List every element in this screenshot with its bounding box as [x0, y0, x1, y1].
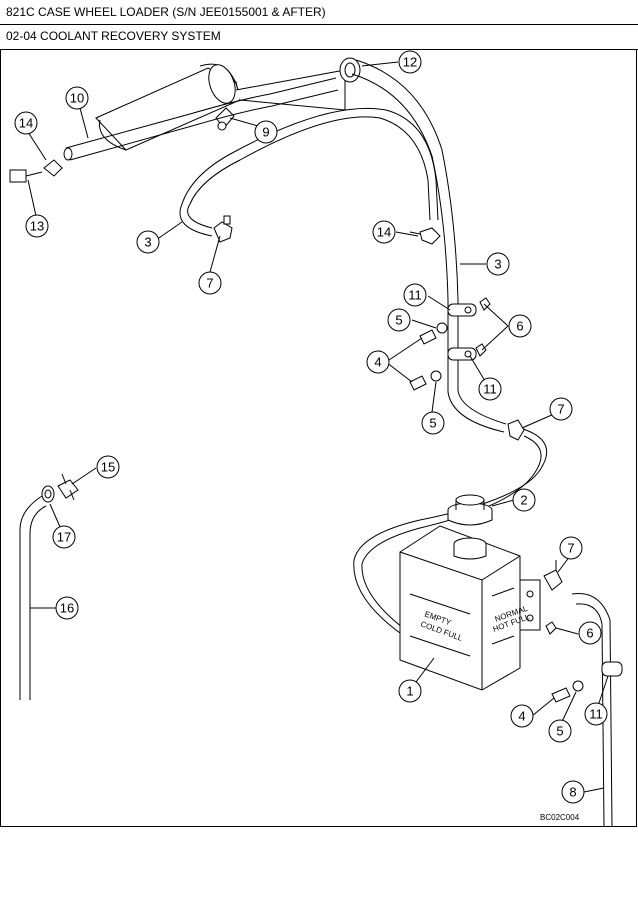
fitting-14 — [409, 227, 441, 245]
callout-5: 5 — [395, 313, 402, 328]
callout-4: 4 — [374, 355, 381, 370]
clip-11 — [447, 347, 477, 361]
callout-6: 6 — [586, 626, 593, 641]
callout-11: 11 — [589, 707, 603, 722]
hose-8 — [571, 593, 613, 827]
callout-13: 13 — [30, 219, 44, 234]
fitting-7 — [507, 419, 525, 441]
hose-3-vertical — [351, 59, 507, 433]
callout-17: 17 — [57, 530, 71, 545]
callout-15: 15 — [101, 460, 115, 475]
callout-7: 7 — [567, 541, 574, 556]
nut-6 — [479, 297, 491, 311]
callout-7: 7 — [557, 402, 564, 417]
figure-reference: BC02C004 — [540, 813, 580, 822]
callout-14: 14 — [19, 116, 33, 131]
grommet-12 — [339, 57, 361, 83]
callout-2: 2 — [520, 493, 527, 508]
callout-11: 11 — [408, 288, 422, 303]
diagram-frame — [0, 50, 637, 827]
bolt-4 — [551, 687, 571, 703]
nut-6 — [475, 343, 487, 357]
hose-16 — [19, 495, 47, 700]
callout-3: 3 — [494, 257, 501, 272]
callout-11: 11 — [483, 382, 497, 397]
callout-14: 14 — [377, 225, 391, 240]
header-divider — [0, 49, 638, 50]
fitting-7 — [543, 560, 563, 591]
hose-clamp-9 — [215, 107, 235, 131]
filler-cap-2 — [447, 494, 493, 526]
callout-1: 1 — [406, 684, 413, 699]
section-title: 02-04 COOLANT RECOVERY SYSTEM — [6, 29, 221, 43]
bolt-4 — [409, 370, 442, 391]
callout-circles — [14, 50, 608, 804]
fitting-14 — [43, 159, 63, 177]
valve-15 — [57, 473, 79, 501]
callout-10: 10 — [70, 91, 84, 106]
callout-5: 5 — [429, 416, 436, 431]
header-divider — [0, 24, 638, 25]
fitting-7 — [213, 215, 233, 243]
callout-numbers: 12 10 9 14 13 3 7 14 3 11 5 6 4 11 5 7 2… — [19, 55, 603, 800]
fitting-17 — [41, 485, 55, 503]
callout-16: 16 — [60, 601, 74, 616]
page-title: 821C CASE WHEEL LOADER (S/N JEE0155001 &… — [6, 5, 326, 19]
coolant-tank-1 — [399, 525, 541, 691]
hose-to-tank — [353, 427, 548, 641]
callout-5: 5 — [556, 724, 563, 739]
clip-11 — [447, 303, 477, 317]
washer-5 — [572, 680, 584, 692]
callout-3: 3 — [144, 235, 151, 250]
nut-6 — [545, 621, 557, 635]
callout-4: 4 — [518, 709, 525, 724]
callout-8: 8 — [569, 785, 576, 800]
tube-10 — [63, 77, 339, 161]
callout-12: 12 — [403, 55, 417, 70]
callout-6: 6 — [516, 319, 523, 334]
bolt-4 — [419, 322, 448, 345]
callout-9: 9 — [262, 125, 269, 140]
fitting-13 — [9, 169, 43, 183]
callout-7: 7 — [206, 276, 213, 291]
clip-11 — [601, 661, 623, 677]
